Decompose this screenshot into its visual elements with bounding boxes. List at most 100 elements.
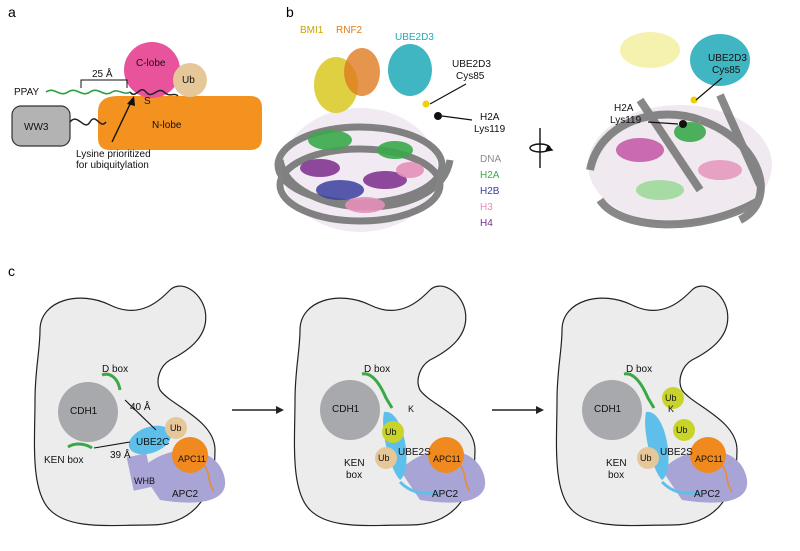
c-lobe-shape [124, 42, 180, 98]
s-label: S [144, 96, 151, 107]
dist40-label-1: 40 Å [130, 400, 151, 413]
cdh1-label-2: CDH1 [332, 404, 360, 415]
ube2s-3 [645, 411, 669, 480]
arrow-39a-1 [93, 441, 131, 449]
apc11-label-3: APC11 [695, 454, 723, 464]
panel-c-letter: c [8, 263, 15, 279]
right-lys119-pointer [647, 121, 679, 125]
ub2-label-2: Ub [378, 453, 390, 463]
panel-a: a PPAY 25 Å C-lobe Ub WW3 N-lobe S Lysin… [8, 4, 262, 171]
panel-b: b BMI1 R [274, 4, 772, 232]
caption-line-1: Lysine prioritized [76, 149, 151, 160]
cys85-sphere-right [690, 96, 698, 104]
apc-state-2: D box CDH1 K UBE2S Ub Ub KEN box APC11 A… [293, 285, 486, 527]
ub-shape [173, 63, 207, 97]
apc-state-1: D box CDH1 40 Å KEN box 39 Å UBE2C Ub AP… [33, 285, 226, 527]
apc11-label-1: APC11 [178, 454, 206, 464]
dna-superhelix-right [586, 93, 765, 229]
cdh1-label-1: CDH1 [70, 406, 98, 417]
ken-label-2b: box [346, 470, 362, 481]
apc2-label-3: APC2 [694, 489, 721, 500]
h2a-label-line2: Lys119 [474, 124, 506, 135]
nucleosome-structure-right [586, 32, 772, 229]
ken-label-3a: KEN [606, 458, 627, 469]
ub-donor-2 [375, 447, 397, 469]
whb-1 [126, 453, 154, 491]
bmi1-shape-right [620, 32, 680, 68]
apc2-label-1: APC2 [172, 489, 199, 500]
lysine-arrow [111, 99, 133, 143]
legend-h4: H4 [480, 218, 493, 229]
dbox-1 [101, 372, 122, 391]
ken-label-2a: KEN [344, 458, 365, 469]
cys85-label-line2: Cys85 [456, 71, 485, 82]
substrate-chain [129, 89, 179, 97]
ub-label: Ub [182, 75, 195, 86]
ub-label-1: Ub [170, 423, 182, 433]
k-label-3: K [668, 404, 674, 414]
lys119-sphere [434, 112, 442, 120]
legend-dna: DNA [480, 154, 501, 165]
ube2s-label-2: UBE2S [398, 447, 431, 458]
distance-label: 25 Å [92, 67, 113, 80]
dbox-3 [623, 372, 656, 409]
ub1-label-3: Ub [665, 393, 677, 403]
ub3-label-3: Ub [640, 453, 652, 463]
ww3-shape [11, 105, 71, 147]
right-h2a-line2: Lys119 [610, 115, 642, 126]
dbox-label-1: D box [102, 364, 128, 375]
structure-legend: DNA H2A H2B H3 H4 [480, 154, 501, 229]
cdh1-2 [320, 380, 380, 440]
ube2c-label-1: UBE2C [136, 437, 169, 448]
apc-state-3: D box CDH1 K UBE2S Ub Ub Ub KEN box APC1… [555, 285, 748, 527]
panel-c: c D box CDH1 40 Å KEN box [8, 263, 748, 527]
cdh1-3 [582, 380, 642, 440]
rnf2-label: RNF2 [336, 25, 363, 36]
ube2s-label-3: UBE2S [660, 447, 693, 458]
ub-chain-3a [662, 387, 684, 409]
apc11-3 [690, 437, 726, 473]
cys85-sphere [422, 100, 430, 108]
n-lobe-label: N-lobe [152, 120, 182, 131]
ub-donor-3 [637, 447, 659, 469]
dist39-label-1: 39 Å [110, 448, 131, 461]
dbox-label-2: D box [364, 364, 390, 375]
ub-chain-2 [382, 421, 404, 443]
ppay-linker [45, 89, 131, 95]
dbox-label-3: D box [626, 364, 652, 375]
right-cys85-line1: UBE2D3 [708, 53, 747, 64]
right-cys85-pointer [695, 77, 723, 101]
ube2d3-shape-right [690, 34, 750, 86]
cys85-pointer [429, 83, 467, 105]
arrow-40a-1 [124, 399, 157, 431]
apc2-label-2: APC2 [432, 489, 459, 500]
ube2c-1 [128, 425, 172, 455]
rotation-icon [529, 128, 554, 168]
legend-h2a: H2A [480, 170, 500, 181]
histone-helices-left [300, 130, 424, 213]
ub-chain-3b [673, 419, 695, 441]
cdh1-label-3: CDH1 [594, 404, 622, 415]
ww3-label: WW3 [24, 122, 49, 133]
rnf2-shape [344, 48, 380, 96]
ub2-label-3: Ub [676, 425, 688, 435]
apc11-1 [172, 437, 208, 473]
ube2d3-label: UBE2D3 [395, 32, 434, 43]
ube2d3-shape [388, 44, 432, 96]
caption-line-2: for ubiquitylation [76, 160, 149, 171]
c-lobe-label: C-lobe [136, 58, 166, 69]
kenbox-1 [67, 442, 93, 450]
dbox-2 [361, 372, 394, 409]
whb-label-1: WHB [134, 476, 155, 486]
ppay-label: PPAY [14, 87, 40, 98]
transition-arrow-1 [232, 406, 284, 414]
right-cys85-line2: Cys85 [712, 65, 741, 76]
ub1-label-2: Ub [385, 427, 397, 437]
apc2-3 [662, 450, 748, 503]
panel-b-letter: b [286, 4, 294, 20]
lys119-pointer [441, 115, 473, 121]
apc2-2 [400, 450, 486, 503]
cys85-label-line1: UBE2D3 [452, 59, 491, 70]
legend-h2b: H2B [480, 186, 500, 197]
